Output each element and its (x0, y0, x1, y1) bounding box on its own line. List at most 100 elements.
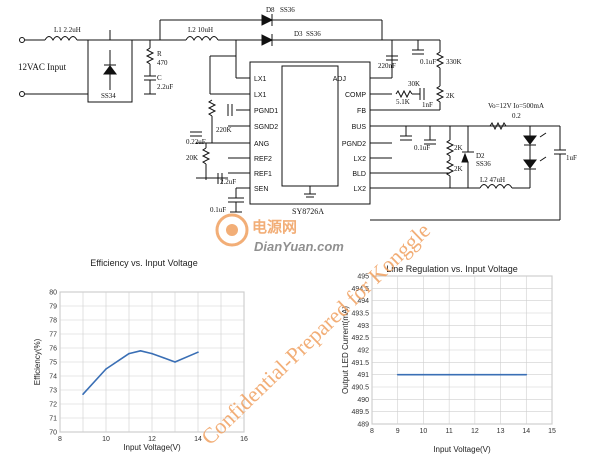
chart-title: Line Regulation vs. Input Voltage (386, 264, 518, 274)
resistor-comp (395, 89, 413, 99)
x-tick-label: 13 (497, 428, 505, 435)
x-tick-label: 8 (58, 436, 62, 443)
watermark-site: DianYuan.com (254, 239, 344, 254)
pin-right-1: ADJ (333, 76, 346, 83)
bld-r1-label: 2K (454, 144, 463, 152)
pin-right-5: PGND2 (342, 141, 366, 148)
data-point (474, 373, 476, 376)
resistor-bld2 (445, 159, 455, 177)
data-point (499, 373, 502, 376)
d2-type: SS36 (476, 160, 491, 168)
data-point (128, 352, 130, 355)
y-tick-label: 77 (49, 332, 57, 339)
sen-c-label: 0.1uF (210, 206, 226, 214)
x-tick-label: 14 (194, 436, 202, 443)
input-terminal-top (19, 37, 25, 43)
y-tick-label: 73 (49, 388, 57, 395)
d8-label: D8 (266, 6, 275, 14)
ang-c-label: 0.22uF (186, 138, 206, 146)
x-tick-label: 12 (148, 436, 156, 443)
rv1-label: 220nF (378, 62, 396, 70)
pin-left-6: REF2 (254, 156, 272, 163)
y-tick-label: 70 (49, 430, 57, 437)
y-tick-label: 490.5 (351, 385, 369, 392)
schematic (19, 14, 566, 221)
pin-right-2: COMP (345, 92, 366, 99)
d3-type: SS36 (306, 30, 321, 38)
watermark-brand: 电源网 (252, 218, 297, 236)
r-top-name: R (157, 50, 162, 58)
out-label: Vo=12V Io=500mA (488, 102, 544, 110)
data-point (105, 368, 107, 370)
inductor-l1 (44, 36, 78, 42)
pin-left-1: LX1 (254, 76, 267, 83)
diode-d3 (261, 34, 274, 46)
chip-inner (281, 65, 339, 187)
resistor-ang2 (201, 147, 211, 165)
data-point (151, 352, 153, 355)
resistor-r-top (145, 47, 155, 65)
led-1 (523, 135, 537, 145)
resistor-adj (435, 51, 445, 69)
data-point (162, 357, 165, 359)
x-tick-label: 9 (396, 428, 400, 435)
y-tick-label: 71 (49, 416, 57, 423)
x-tick-label: 16 (240, 436, 248, 443)
out-r-label: 0.2 (512, 112, 521, 120)
r-top-val: 470 (157, 59, 168, 67)
y-tick-label: 489 (357, 422, 369, 429)
x-tick-label: 8 (370, 428, 374, 435)
y-tick-label: 74 (49, 374, 57, 381)
y-tick-label: 76 (49, 346, 57, 353)
y-tick-label: 79 (49, 304, 57, 311)
pin-right-3: FB (357, 108, 366, 115)
y-tick-label: 490 (357, 397, 369, 404)
y-tick-label: 494.5 (351, 286, 369, 293)
ang-r1-label: 220K (216, 126, 232, 134)
data-point (525, 373, 528, 376)
pin-left-4: SGND2 (254, 124, 278, 131)
c-in-val: 2.2uF (157, 83, 173, 91)
watermark-logo-core-icon (226, 224, 238, 236)
diode-d2 (461, 152, 469, 163)
out-c-label: 1uF (566, 154, 577, 162)
resistor-fb (435, 85, 445, 103)
rv3-label: 330K (446, 58, 462, 66)
data-point (448, 373, 450, 376)
d3-label: D3 (294, 30, 303, 38)
rv2-label: 0.1uF (420, 58, 436, 66)
pin-left-3: PGND1 (254, 108, 278, 115)
y-tick-label: 491 (357, 372, 369, 379)
y-tick-label: 491.5 (351, 360, 369, 367)
chip-name: SY8726A (292, 207, 324, 216)
x-tick-label: 14 (522, 428, 530, 435)
l2-label: L2 10uH (188, 26, 213, 34)
pin-left-2: LX1 (254, 92, 267, 99)
d2-label: D2 (476, 152, 485, 160)
input-label: 12VAC Input (18, 62, 67, 72)
inductor-l2 (185, 36, 219, 42)
pin-left-8: SEN (254, 186, 268, 193)
x-tick-label: 15 (548, 428, 556, 435)
pin-right-6: LX2 (354, 156, 367, 163)
y-tick-label: 493 (357, 323, 369, 330)
pin-left-5: ANG (254, 141, 269, 148)
x-tick-label: 11 (446, 428, 453, 435)
resistor-bld1 (445, 139, 455, 157)
l1-label: L1 2.2uH (54, 26, 81, 34)
inductor-l2b (479, 184, 513, 190)
y-axis-label: Output LED Current(mA) (341, 306, 350, 394)
y-tick-label: 492.5 (351, 335, 369, 342)
comp3-label: 1nF (422, 101, 433, 109)
x-axis-label: Input Voltage(V) (123, 443, 181, 452)
data-point (396, 373, 399, 376)
data-point (139, 350, 142, 352)
chip-body (249, 61, 371, 205)
data-point (197, 351, 199, 354)
fb-r-label: 2K (446, 92, 455, 100)
data-point (82, 393, 84, 396)
diode-d8 (261, 14, 274, 26)
watermark-logo-icon (215, 213, 249, 247)
